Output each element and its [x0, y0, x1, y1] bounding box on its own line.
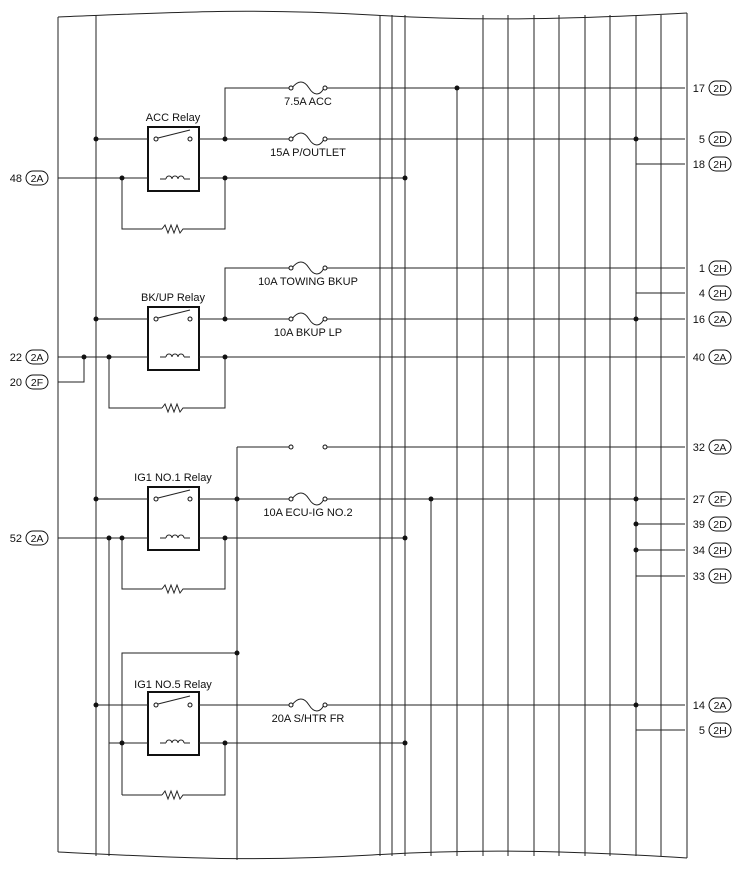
fuse-20a-s-htr-fr-icon: [291, 698, 325, 712]
right-terminal-connector: 2D: [713, 519, 727, 531]
right-terminal-pin: 27: [693, 494, 705, 506]
connector-badge: [708, 260, 732, 276]
right-terminal-1-2h: 1 2H: [699, 260, 732, 276]
right-terminal-4-2h: 4 2H: [699, 285, 732, 301]
bus-lines: [95, 15, 662, 860]
right-terminal-39-2d: 39 2D: [693, 516, 732, 532]
right-terminal-pin: 5: [699, 134, 705, 146]
right-terminal-connector: 2H: [713, 159, 726, 171]
right-terminal-32-2a: 32 2A: [693, 439, 732, 455]
fuse-label-20a-s-htr-fr: 20A S/HTR FR: [272, 713, 345, 725]
right-terminal-17-2d: 17 2D: [693, 80, 732, 96]
svg-text:52: 52: [10, 533, 22, 545]
connector-badge: [708, 131, 732, 147]
right-terminal-16-2a: 16 2A: [693, 311, 732, 327]
left-terminals: 48 2A 22 2A 20 2F 52 2A: [10, 170, 49, 546]
connector-badge: [708, 491, 732, 507]
right-terminal-34-2h: 34 2H: [693, 542, 732, 558]
right-terminal-14-2a: 14 2A: [693, 697, 732, 713]
svg-text:2F: 2F: [31, 377, 43, 389]
right-terminal-27-2f: 27 2F: [693, 491, 732, 507]
right-terminal-connector: 2H: [713, 571, 726, 583]
right-terminal-connector: 2H: [713, 263, 726, 275]
right-terminal-pin: 4: [699, 288, 705, 300]
right-terminal-connector: 2A: [714, 314, 727, 326]
ig1-no5-relay-label: IG1 NO.5 Relay: [134, 679, 212, 691]
ig1-no1-relay-circuit: IG1 NO.1 Relay 10A ECU-IG NO.2: [58, 444, 685, 595]
right-terminal-pin: 17: [693, 83, 705, 95]
bkup-relay-box: [147, 306, 200, 371]
connector-badge: [708, 568, 732, 584]
bkup-relay-circuit: BK/UP Relay 10A TOWING BKUP 10A BKUP LP: [58, 261, 685, 414]
connector-badge: [708, 722, 732, 738]
ig1-no5-relay-circuit: IG1 NO.5 Relay 20A S/HTR FR: [93, 650, 685, 801]
left-terminal-52-2a: 52 2A: [10, 530, 49, 546]
connector-badge: [708, 156, 732, 172]
left-terminal-22-2a: 22 2A: [10, 349, 49, 365]
svg-text:2A: 2A: [31, 173, 44, 185]
connector-badge: [708, 80, 732, 96]
connector-badge: [708, 311, 732, 327]
connector-badge: [708, 439, 732, 455]
acc-relay-circuit: ACC Relay 7.5A ACC 15A P/OUTLET: [58, 81, 685, 235]
right-terminal-pin: 14: [693, 700, 705, 712]
fuse-label-10a-towing-bkup: 10A TOWING BKUP: [258, 276, 358, 288]
fuse-label-15a-p-outlet: 15A P/OUTLET: [270, 147, 346, 159]
svg-text:2A: 2A: [31, 533, 44, 545]
right-terminal-connector: 2H: [713, 545, 726, 557]
right-terminal-33-2h: 33 2H: [693, 568, 732, 584]
svg-text:48: 48: [10, 173, 22, 185]
fuse-7-5a-acc-icon: [291, 81, 325, 95]
fuse-label-7-5a-acc: 7.5A ACC: [284, 96, 332, 108]
right-terminal-pin: 34: [693, 545, 705, 557]
right-terminal-connector: 2H: [713, 725, 726, 737]
right-terminal-pin: 33: [693, 571, 705, 583]
left-terminal-48-2a: 48 2A: [10, 170, 49, 186]
connector-badge: [708, 516, 732, 532]
fuse-label-10a-ecu-ig-no2: 10A ECU-IG NO.2: [263, 507, 352, 519]
svg-text:2A: 2A: [31, 352, 44, 364]
right-terminal-connector: 2D: [713, 83, 727, 95]
right-terminal-pin: 5: [699, 725, 705, 737]
right-terminals: 17 2D 5 2D 18 2H 1 2H 4 2H 16 2A 40 2A 32 2A 27 2F 39 2D 34 2…: [693, 80, 732, 738]
right-terminal-pin: 32: [693, 442, 705, 454]
right-terminal-pin: 1: [699, 263, 705, 275]
right-terminal-connector: 2A: [714, 700, 727, 712]
right-terminal-18-2h: 18 2H: [693, 156, 732, 172]
acc-relay-label: ACC Relay: [146, 112, 201, 124]
svg-text:22: 22: [10, 352, 22, 364]
fuse-15a-p-outlet-icon: [291, 132, 325, 146]
fuse-10a-bkup-lp-icon: [291, 312, 325, 326]
right-terminal-connector: 2F: [714, 494, 726, 506]
right-terminal-40-2a: 40 2A: [693, 349, 732, 365]
right-terminal-connector: 2A: [714, 442, 727, 454]
right-terminal-pin: 16: [693, 314, 705, 326]
connector-badge: [708, 285, 732, 301]
right-terminal-connector: 2A: [714, 352, 727, 364]
right-terminal-connector: 2D: [713, 134, 727, 146]
diagram-frame: [57, 10, 688, 860]
svg-text:20: 20: [10, 377, 22, 389]
right-terminal-5-2d: 5 2D: [699, 131, 732, 147]
ig1-no5-relay-box: [147, 691, 200, 756]
right-terminal-pin: 39: [693, 519, 705, 531]
left-terminal-20-2f: 20 2F: [10, 374, 49, 390]
right-terminal-5-2h: 5 2H: [699, 722, 732, 738]
fuse-10a-ecu-ig-no2-icon: [291, 492, 325, 506]
connector-badge: [708, 542, 732, 558]
bkup-relay-label: BK/UP Relay: [141, 292, 205, 304]
right-terminal-connector: 2H: [713, 288, 726, 300]
ig1-no1-relay-box: [147, 486, 200, 551]
fuse-label-10a-bkup-lp: 10A BKUP LP: [274, 327, 342, 339]
right-terminal-pin: 18: [693, 159, 705, 171]
connector-badge: [708, 697, 732, 713]
ig1-no1-relay-label: IG1 NO.1 Relay: [134, 472, 212, 484]
fuse-10a-towing-bkup-icon: [291, 261, 325, 275]
right-terminal-pin: 40: [693, 352, 705, 364]
connector-badge: [708, 349, 732, 365]
